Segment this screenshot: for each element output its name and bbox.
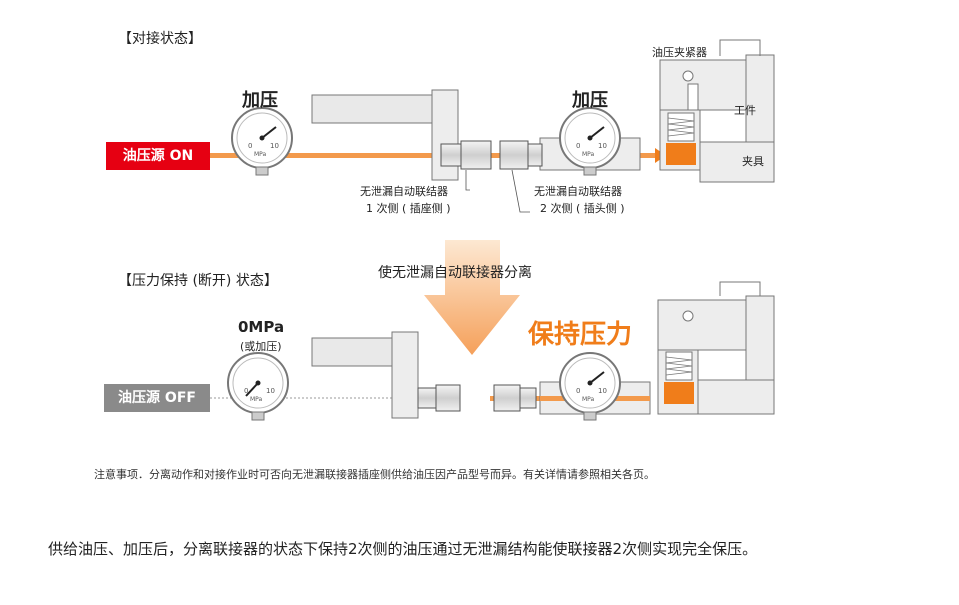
gauge-bottom-right: [559, 352, 621, 421]
leader-coupler2: [511, 169, 530, 213]
coupler1-line1: 无泄漏自动联结器: [360, 185, 448, 198]
gauge-tick0: 0: [248, 142, 253, 150]
leader-coupler1: [465, 170, 470, 191]
gauge-tick10-bl: 10: [266, 387, 275, 395]
gauge-tick10-right: 10: [598, 142, 607, 150]
gauge-tick10-br: 10: [598, 387, 607, 395]
gauge-top-right: [559, 107, 621, 176]
gauge-tick10: 10: [270, 142, 279, 150]
gauge-top-left: [231, 107, 293, 176]
gauge-unit-right: MPa: [582, 151, 595, 158]
note-text: 注意事项．分离动作和对接作业时可否向无泄漏联接器插座侧供给油压因产品型号而异。有…: [94, 468, 655, 481]
source-off-badge: 油压源 OFF: [104, 384, 210, 412]
separate-arrow: [424, 240, 520, 355]
gauge-unit-br: MPa: [582, 396, 595, 403]
mount-plate-left-2: [391, 331, 419, 419]
pressure-label-left: 加压: [242, 90, 278, 111]
fixture-block-2: [697, 379, 775, 415]
coupler2-line1: 无泄漏自动联结器: [534, 185, 622, 198]
clamp-outline-bottom: [719, 281, 761, 296]
spring-coil-top: [667, 117, 695, 137]
gauge-tick0-br: 0: [576, 387, 581, 395]
section1-title: 【对接状态】: [118, 31, 202, 47]
clamp-oil-chamber-top: [666, 143, 696, 165]
clamp-rod-top: [687, 83, 699, 111]
coupler-plug-body-top: [499, 140, 529, 170]
coupler-plug-top: [527, 143, 543, 167]
coupler1-line2: 1 次侧 ( 插座侧 ): [366, 202, 451, 215]
coupler-socket-bottom: [417, 387, 437, 409]
clamp-pivot-top: [682, 70, 694, 82]
clamp-top-block: [659, 59, 751, 111]
workpiece-label: 工件: [734, 104, 756, 117]
spring-coil-bottom: [665, 356, 693, 376]
fixture-label: 夹具: [742, 155, 764, 168]
pressure-label-right: 加压: [572, 90, 608, 111]
clamp-pivot-bottom: [682, 310, 694, 322]
cylinder-body-left-2: [311, 337, 393, 367]
zero-pressure-label: 0MPa: [238, 318, 285, 336]
separate-label: 使无泄漏自动联接器分离: [378, 265, 532, 281]
cylinder-body-left: [311, 94, 433, 124]
fixture-block: [699, 141, 775, 183]
or-pressure-label: (或加压): [240, 340, 282, 353]
gauge-unit: MPa: [254, 151, 267, 158]
summary-text: 供给油压、加压后，分离联接器的状态下保持2次侧的油压通过无泄漏结构能使联接器2次…: [48, 540, 758, 558]
pressure-line-top: [200, 153, 655, 158]
source-on-badge: 油压源 ON: [106, 142, 210, 170]
clamp-top-block-2: [657, 299, 749, 351]
clamp-spring-top: [667, 112, 695, 142]
clamp-outline-top: [719, 39, 761, 56]
hold-pressure-label: 保持压力: [528, 320, 633, 350]
clamp-oil-chamber-bottom: [664, 382, 694, 404]
gauge-tick0-bl: 0: [244, 387, 249, 395]
gauge-unit-bl: MPa: [250, 396, 263, 403]
coupler-plug-body-bottom: [493, 384, 521, 412]
clamp-spring-bottom: [665, 351, 693, 381]
coupler-socket-body-top: [460, 140, 492, 170]
coupler-socket-top: [440, 143, 462, 167]
coupler2-line2: 2 次侧 ( 插头侧 ): [540, 202, 625, 215]
coupler-plug-bottom: [519, 387, 537, 409]
clamp-label: 油压夹紧器: [652, 46, 707, 59]
coupler-socket-body-bottom: [435, 384, 461, 412]
gauge-bottom-left: [227, 352, 289, 421]
section2-title: 【压力保持 (断开) 状态】: [118, 273, 278, 289]
gauge-tick0-right: 0: [576, 142, 581, 150]
